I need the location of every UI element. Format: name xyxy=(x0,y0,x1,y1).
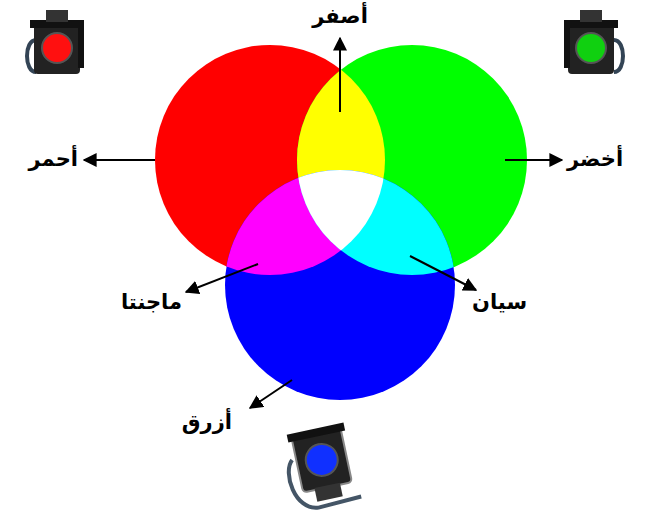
color-label: سيان xyxy=(472,290,527,315)
leader-arrow xyxy=(250,380,292,408)
leader-arrows xyxy=(84,38,562,408)
leader-arrow xyxy=(339,38,341,112)
leader-arrow xyxy=(84,159,155,161)
white-overlap xyxy=(225,170,455,400)
cyan-overlap xyxy=(225,170,455,400)
red-spotlight xyxy=(27,10,84,74)
leader-arrow xyxy=(410,256,476,290)
leader-arrow xyxy=(505,159,562,161)
color-label: أحمر xyxy=(29,147,78,172)
color-label: ماجنتا xyxy=(121,290,182,315)
magenta-overlap xyxy=(225,170,455,400)
blue-circle xyxy=(225,170,455,400)
color-label: أزرق xyxy=(182,410,232,435)
white-overlap-group xyxy=(225,170,455,400)
blue-spotlight xyxy=(280,422,361,512)
color-label: أصفر xyxy=(312,4,368,29)
green-spotlight xyxy=(564,10,623,74)
color-label: أخضر xyxy=(567,147,623,172)
leader-arrow xyxy=(186,264,258,292)
